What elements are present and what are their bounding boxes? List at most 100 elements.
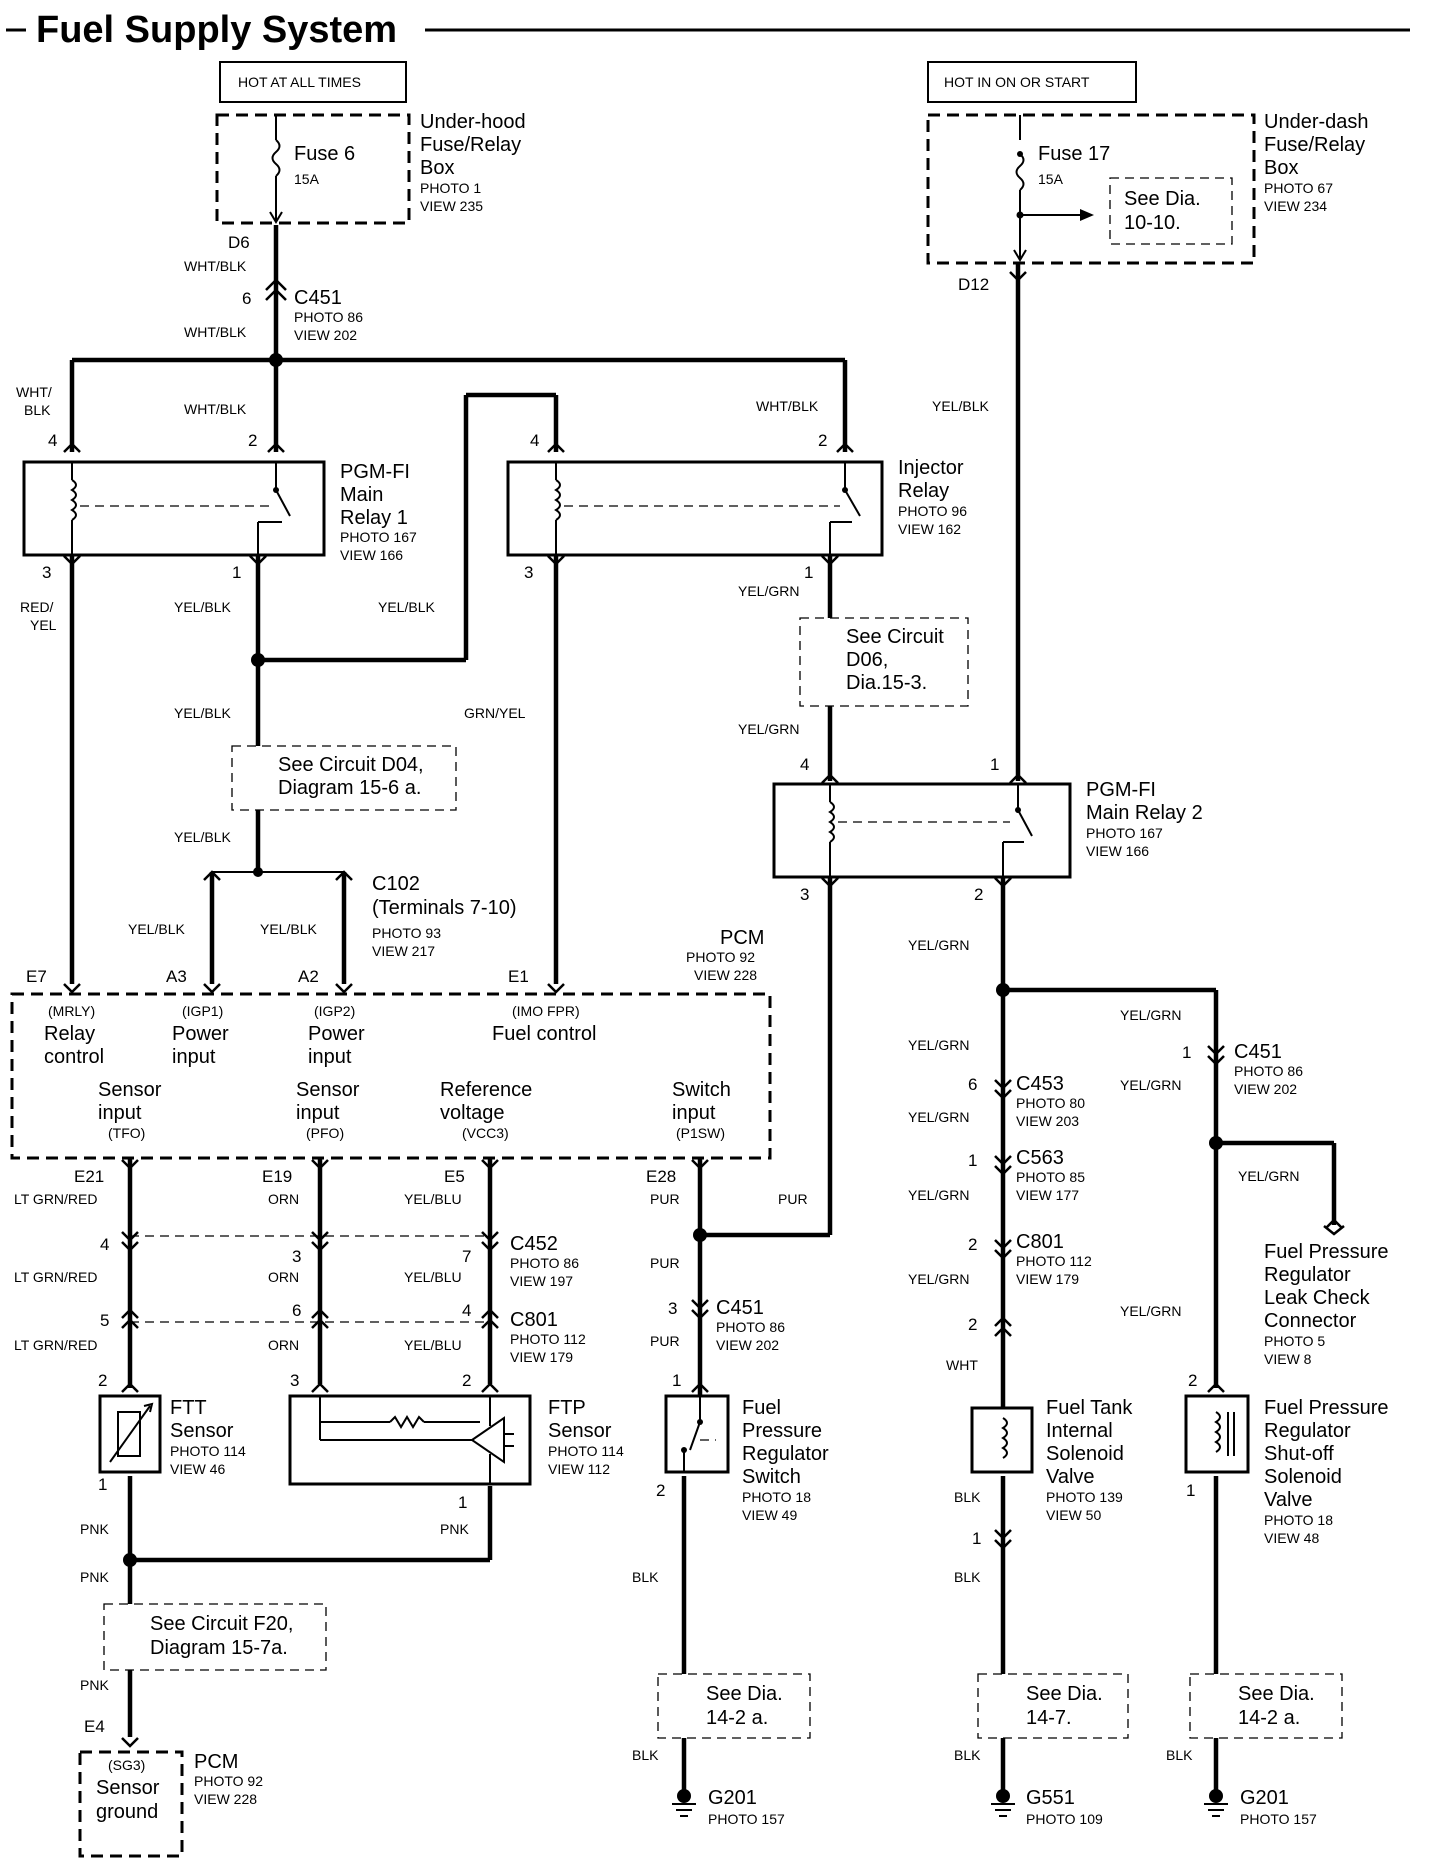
svg-text:6: 6 xyxy=(292,1301,301,1320)
svg-text:Sensor: Sensor xyxy=(170,1420,234,1442)
svg-text:14-2 a.: 14-2 a. xyxy=(1238,1707,1300,1729)
svg-text:Fuel Tank: Fuel Tank xyxy=(1046,1397,1133,1419)
svg-text:PHOTO 167: PHOTO 167 xyxy=(1086,825,1163,841)
svg-text:FTP: FTP xyxy=(548,1397,586,1419)
svg-text:(IGP2): (IGP2) xyxy=(314,1003,355,1019)
svg-text:Fuel Pressure: Fuel Pressure xyxy=(1264,1241,1389,1263)
svg-text:2: 2 xyxy=(248,431,257,450)
connector-c563: 1 C563 PHOTO 85 VIEW 177 xyxy=(968,1147,1085,1203)
svg-text:4: 4 xyxy=(530,431,539,450)
svg-text:PGM-FI: PGM-FI xyxy=(340,461,410,483)
svg-text:PHOTO 85: PHOTO 85 xyxy=(1016,1169,1085,1185)
svg-text:ORN: ORN xyxy=(268,1337,299,1353)
svg-text:6: 6 xyxy=(968,1075,977,1094)
svg-text:C451: C451 xyxy=(1234,1041,1282,1063)
svg-text:E7: E7 xyxy=(26,967,47,986)
hot-at-all-times-label: HOT AT ALL TIMES xyxy=(219,61,407,103)
svg-text:YEL/GRN: YEL/GRN xyxy=(908,937,969,953)
svg-text:C451: C451 xyxy=(294,287,342,309)
svg-text:2: 2 xyxy=(98,1371,107,1390)
svg-text:Diagram 15-7a.: Diagram 15-7a. xyxy=(150,1637,288,1659)
svg-text:YEL/GRN: YEL/GRN xyxy=(1120,1303,1181,1319)
pcm-module: PCM PHOTO 92 VIEW 228 E7 A3 A2 E1 (MRLY)… xyxy=(10,927,772,1160)
svg-text:YEL/BLK: YEL/BLK xyxy=(174,829,231,845)
svg-text:PHOTO 93: PHOTO 93 xyxy=(372,925,441,941)
svg-text:PCM: PCM xyxy=(194,1751,238,1773)
svg-text:2: 2 xyxy=(968,1235,977,1254)
svg-text:Solenoid: Solenoid xyxy=(1264,1466,1342,1488)
svg-text:5: 5 xyxy=(100,1311,109,1330)
svg-text:Injector: Injector xyxy=(898,457,964,479)
svg-text:YEL/BLK: YEL/BLK xyxy=(932,398,989,414)
svg-text:VIEW 235: VIEW 235 xyxy=(420,198,483,214)
svg-text:Main: Main xyxy=(340,484,383,506)
svg-text:E19: E19 xyxy=(262,1167,292,1186)
relay-pin-labels: 4 2 3 1 4 2 3 1 4 1 3 2 xyxy=(42,431,999,904)
svg-text:Relay 1: Relay 1 xyxy=(340,507,408,529)
switch-contact-icon xyxy=(689,1421,701,1451)
fuel-pressure-regulator-switch: Fuel Pressure Regulator Switch PHOTO 18 … xyxy=(656,1371,829,1523)
svg-text:PHOTO 86: PHOTO 86 xyxy=(294,309,363,325)
svg-text:PUR: PUR xyxy=(650,1191,680,1207)
svg-text:control: control xyxy=(44,1046,104,1068)
svg-text:Pressure: Pressure xyxy=(742,1420,822,1442)
svg-text:Internal: Internal xyxy=(1046,1420,1113,1442)
injector-relay: Injector Relay PHOTO 96 VIEW 162 xyxy=(506,457,967,557)
svg-text:C801: C801 xyxy=(1016,1231,1064,1253)
fuse-6-icon xyxy=(271,139,281,177)
svg-text:PHOTO 86: PHOTO 86 xyxy=(510,1255,579,1271)
svg-text:1: 1 xyxy=(1182,1043,1191,1062)
svg-text:YEL/BLK: YEL/BLK xyxy=(128,921,185,937)
svg-text:1: 1 xyxy=(98,1475,107,1494)
svg-text:(VCC3): (VCC3) xyxy=(462,1125,509,1141)
svg-text:PNK: PNK xyxy=(80,1677,109,1693)
svg-text:WHT/BLK: WHT/BLK xyxy=(184,401,247,417)
svg-text:YEL/BLK: YEL/BLK xyxy=(378,599,435,615)
svg-text:HOT IN ON OR START: HOT IN ON OR START xyxy=(944,74,1090,90)
svg-text:YEL/GRN: YEL/GRN xyxy=(908,1271,969,1287)
svg-text:WHT/: WHT/ xyxy=(16,384,52,400)
svg-text:4: 4 xyxy=(462,1301,471,1320)
fuel-tank-internal-solenoid-valve: Fuel Tank Internal Solenoid Valve PHOTO … xyxy=(970,1397,1133,1548)
svg-text:Sensor: Sensor xyxy=(98,1079,162,1101)
svg-text:GRN/YEL: GRN/YEL xyxy=(464,705,526,721)
ref-ground-left: See Dia. 14-2 a. xyxy=(657,1673,811,1739)
svg-text:(MRLY): (MRLY) xyxy=(48,1003,95,1019)
terminal-d6: D6 xyxy=(228,233,250,252)
svg-text:See Circuit D04,: See Circuit D04, xyxy=(278,754,424,776)
hot-in-on-or-start-label: HOT IN ON OR START xyxy=(927,61,1137,103)
svg-text:2: 2 xyxy=(1188,1371,1197,1390)
svg-text:Fuse/Relay: Fuse/Relay xyxy=(1264,134,1365,156)
svg-text:PNK: PNK xyxy=(80,1569,109,1585)
connector-c451-top: 6 C451 PHOTO 86 VIEW 202 xyxy=(242,287,363,343)
svg-text:3: 3 xyxy=(42,563,51,582)
svg-text:3: 3 xyxy=(290,1371,299,1390)
svg-text:PNK: PNK xyxy=(80,1521,109,1537)
svg-text:VIEW 179: VIEW 179 xyxy=(510,1349,573,1365)
svg-text:Regulator: Regulator xyxy=(1264,1264,1351,1286)
svg-text:YEL/BLK: YEL/BLK xyxy=(260,921,317,937)
svg-text:E4: E4 xyxy=(84,1717,105,1736)
svg-text:(PFO): (PFO) xyxy=(306,1125,344,1141)
svg-text:ground: ground xyxy=(96,1801,158,1823)
svg-text:PCM: PCM xyxy=(720,927,764,949)
svg-text:PHOTO 157: PHOTO 157 xyxy=(1240,1811,1317,1827)
svg-text:PHOTO 18: PHOTO 18 xyxy=(742,1489,811,1505)
svg-text:ORN: ORN xyxy=(268,1269,299,1285)
leak-check-connector-icon xyxy=(1323,1225,1345,1236)
svg-text:G551: G551 xyxy=(1026,1787,1075,1809)
shutoff-coil-icon xyxy=(1214,1411,1221,1453)
svg-text:Fuel: Fuel xyxy=(742,1397,781,1419)
svg-text:See Circuit F20,: See Circuit F20, xyxy=(150,1613,293,1635)
svg-text:ORN: ORN xyxy=(268,1191,299,1207)
svg-text:FTT: FTT xyxy=(170,1397,207,1419)
svg-text:Diagram 15-6 a.: Diagram 15-6 a. xyxy=(278,777,421,799)
svg-text:Box: Box xyxy=(420,157,454,179)
ftt-sensor: FTT Sensor PHOTO 114 VIEW 46 2 1 xyxy=(98,1371,246,1494)
svg-text:PHOTO 157: PHOTO 157 xyxy=(708,1811,785,1827)
connector-c452: 4 3 7 C452 PHOTO 86 VIEW 197 xyxy=(100,1233,579,1289)
svg-text:C801: C801 xyxy=(510,1309,558,1331)
svg-text:Solenoid: Solenoid xyxy=(1046,1443,1124,1465)
svg-text:PHOTO 109: PHOTO 109 xyxy=(1026,1811,1103,1827)
